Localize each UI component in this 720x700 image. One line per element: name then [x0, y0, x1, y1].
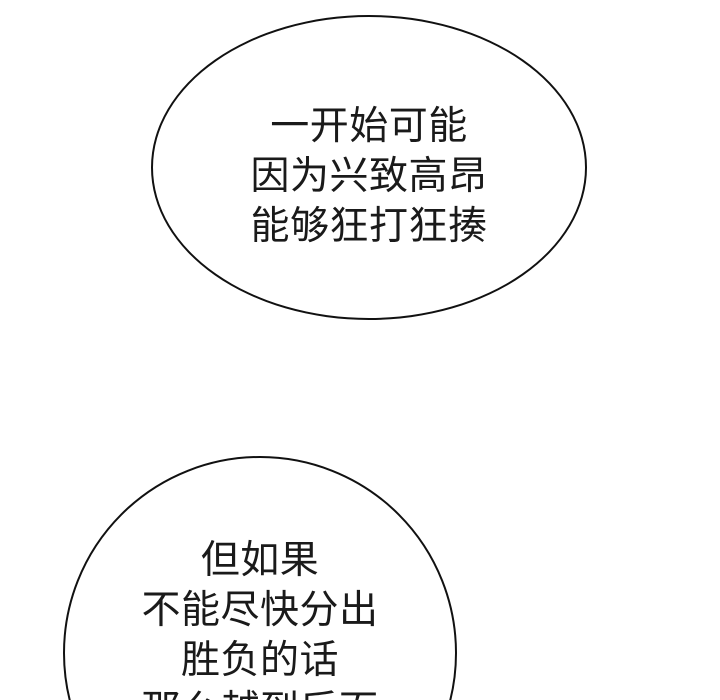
dialogue-line: 能够狂打狂揍: [250, 204, 488, 249]
dialogue-line-clipped: 那么越到后面: [65, 686, 455, 700]
speech-bubble-lower: 但如果 不能尽快分出 胜负的话 那么越到后面: [63, 456, 457, 700]
dialogue-line: 不能尽快分出: [141, 588, 379, 633]
speech-bubble-upper: 一开始可能 因为兴致高昂 能够狂打狂揍: [151, 15, 587, 320]
dialogue-line: 但如果: [200, 538, 320, 583]
dialogue-line: 胜负的话: [180, 638, 339, 683]
speech-bubble-lower-text: 但如果 不能尽快分出 胜负的话 那么越到后面: [65, 536, 455, 700]
dialogue-line: 因为兴致高昂: [250, 154, 488, 199]
dialogue-line: 一开始可能: [270, 104, 468, 149]
speech-bubble-upper-text: 一开始可能 因为兴致高昂 能够狂打狂揍: [153, 102, 585, 252]
